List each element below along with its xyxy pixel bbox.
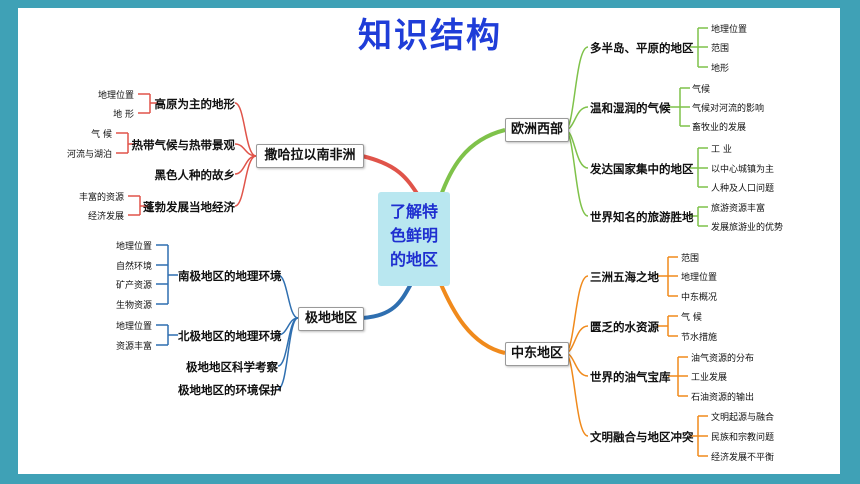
central-topic-line-1: 了解特 bbox=[389, 202, 438, 221]
sahara-sub: 气 候 bbox=[91, 130, 112, 140]
branch-node-europe[interactable]: 欧洲西部 bbox=[505, 118, 569, 142]
polar-sub: 地理位置 bbox=[116, 242, 153, 252]
mideast-sub: 气 候 bbox=[681, 313, 702, 323]
europe-sub: 以中心城镇为主 bbox=[711, 165, 775, 175]
sahara-sub: 丰富的资源 bbox=[78, 193, 124, 203]
branch-node-mideast[interactable]: 中东地区 bbox=[505, 342, 569, 366]
europe-sub: 气候对河流的影响 bbox=[692, 104, 765, 114]
sahara-sub: 经济发展 bbox=[87, 212, 124, 222]
mideast-item[interactable]: 三洲五海之地 bbox=[590, 270, 659, 284]
mideast-connectors bbox=[564, 256, 708, 457]
central-topic-line-2: 色鲜明 bbox=[389, 226, 438, 245]
polar-connectors bbox=[156, 244, 299, 390]
branch-line-mideast bbox=[438, 281, 506, 355]
mideast-sub: 石油资源的输出 bbox=[691, 393, 755, 403]
mideast-item[interactable]: 世界的油气宝库 bbox=[590, 370, 671, 384]
europe-sub: 地形 bbox=[711, 64, 730, 74]
polar-item[interactable]: 极地地区科学考察 bbox=[186, 360, 278, 374]
polar-sub: 自然环境 bbox=[116, 262, 153, 272]
mideast-sub: 工业发展 bbox=[691, 373, 728, 383]
sahara-item[interactable]: 黑色人种的故乡 bbox=[154, 168, 236, 182]
sahara-sub: 地理位置 bbox=[97, 91, 134, 101]
mideast-sub: 油气资源的分布 bbox=[691, 354, 755, 364]
europe-connectors bbox=[564, 27, 708, 227]
sahara-connectors bbox=[116, 93, 257, 216]
polar-sub: 生物资源 bbox=[116, 301, 153, 311]
polar-sub: 资源丰富 bbox=[116, 342, 153, 352]
branch-node-polar[interactable]: 极地地区 bbox=[298, 307, 364, 331]
mideast-sub: 范围 bbox=[681, 254, 700, 264]
branch-node-sahara[interactable]: 撒哈拉以南非洲 bbox=[256, 144, 364, 168]
polar-sub: 矿产资源 bbox=[116, 281, 153, 291]
polar-item[interactable]: 北极地区的地理环境 bbox=[178, 329, 282, 343]
mideast-sub: 地理位置 bbox=[681, 273, 718, 283]
sahara-item[interactable]: 热带气候与热带景观 bbox=[131, 138, 236, 152]
branch-line-europe bbox=[438, 128, 506, 199]
polar-item[interactable]: 南极地区的地理环境 bbox=[178, 269, 282, 283]
europe-sub: 畜牧业的发展 bbox=[692, 123, 747, 133]
europe-item[interactable]: 温和湿润的气候 bbox=[590, 101, 671, 115]
page-title: 知识结构 bbox=[358, 16, 502, 56]
europe-item[interactable]: 多半岛、平原的地区 bbox=[590, 41, 694, 55]
branch-line-polar bbox=[361, 281, 414, 320]
sahara-item[interactable]: 高原为主的地形 bbox=[154, 97, 236, 111]
mideast-sub: 节水措施 bbox=[681, 333, 718, 343]
europe-sub: 范围 bbox=[711, 44, 730, 54]
central-topic-node[interactable]: 了解特 色鲜明 的地区 bbox=[378, 192, 450, 286]
polar-sub: 地理位置 bbox=[116, 322, 153, 332]
central-topic-line-3: 的地区 bbox=[389, 250, 438, 269]
europe-item[interactable]: 世界知名的旅游胜地 bbox=[590, 210, 694, 224]
mideast-sub: 中东概况 bbox=[681, 293, 718, 303]
polar-item[interactable]: 极地地区的环境保护 bbox=[178, 383, 282, 397]
sahara-sub: 河流与湖泊 bbox=[66, 150, 112, 160]
mideast-sub: 民族和宗教问题 bbox=[711, 433, 775, 443]
europe-sub: 地理位置 bbox=[711, 25, 748, 35]
europe-sub: 旅游资源丰富 bbox=[711, 204, 766, 214]
mideast-sub: 经济发展不平衡 bbox=[711, 453, 775, 463]
europe-sub: 工 业 bbox=[711, 145, 732, 155]
mideast-item[interactable]: 匮乏的水资源 bbox=[590, 320, 659, 334]
mideast-item[interactable]: 文明融合与地区冲突 bbox=[590, 430, 694, 444]
europe-sub: 气候 bbox=[692, 85, 711, 95]
europe-sub: 发展旅游业的优势 bbox=[711, 223, 784, 233]
sahara-item[interactable]: 蓬勃发展当地经济 bbox=[143, 200, 235, 214]
europe-sub: 人种及人口问题 bbox=[711, 184, 775, 194]
europe-item[interactable]: 发达国家集中的地区 bbox=[590, 162, 694, 176]
mideast-sub: 文明起源与融合 bbox=[711, 413, 775, 423]
sahara-sub: 地 形 bbox=[113, 110, 134, 120]
